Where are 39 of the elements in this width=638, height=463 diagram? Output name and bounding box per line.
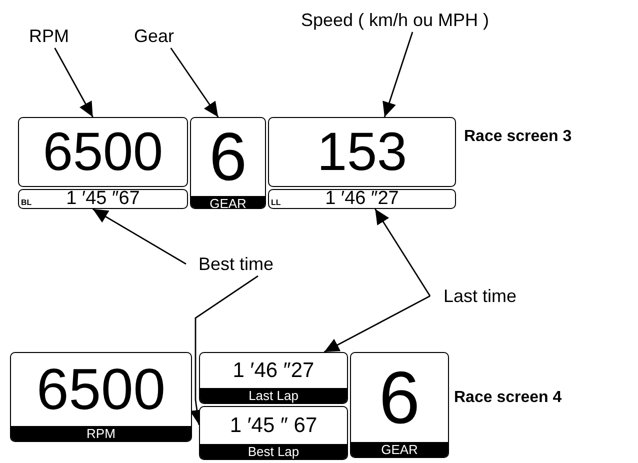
- callout-text: Best time: [186, 252, 286, 276]
- arrow: [374, 208, 431, 296]
- callout-text: Speed ( km/h ou MPH ): [270, 8, 520, 32]
- readout-caption: Last Lap: [200, 388, 347, 403]
- arrow: [92, 208, 186, 265]
- readout-caption: GEAR: [191, 196, 265, 208]
- readout-value: 153: [316, 121, 408, 183]
- arrow: [382, 32, 414, 118]
- display-panel: [268, 117, 456, 187]
- screen-title: Race screen 4: [454, 389, 562, 407]
- callout-text: Last time: [430, 284, 530, 308]
- screen-title: Race screen 3: [464, 128, 572, 146]
- callout-text: Gear: [126, 24, 182, 48]
- callout-text: RPM: [20, 24, 78, 48]
- readout-value: 6: [209, 118, 247, 196]
- readout-caption: GEAR: [351, 442, 448, 457]
- display-panel: [10, 352, 192, 442]
- readout-value: 6500: [42, 121, 164, 183]
- readout-caption: Best Lap: [200, 444, 347, 459]
- lap-time-panel: [268, 189, 456, 209]
- arrow: [190, 275, 258, 425]
- display-panel: [18, 117, 188, 187]
- display-panel: [190, 117, 266, 209]
- display-panel: [199, 352, 348, 404]
- readout-value: 1 ′45 ″ 67: [230, 414, 318, 438]
- arrow: [54, 48, 94, 118]
- readout-tag: LL: [271, 198, 281, 207]
- display-panel: [199, 406, 348, 460]
- readout-value: 6: [378, 355, 420, 440]
- arrow: [324, 295, 430, 353]
- lap-time-panel: [18, 189, 188, 209]
- arrow: [170, 48, 219, 118]
- readout-caption: RPM: [11, 426, 191, 441]
- readout-value: 6500: [36, 356, 166, 423]
- readout-value: 1 ′46 ″27: [232, 358, 314, 382]
- readout-value: 1 ′46 ″27: [325, 190, 399, 208]
- readout-tag: BL: [21, 198, 32, 207]
- readout-value: 1 ′45 ″67: [66, 190, 140, 208]
- display-panel: [350, 352, 449, 458]
